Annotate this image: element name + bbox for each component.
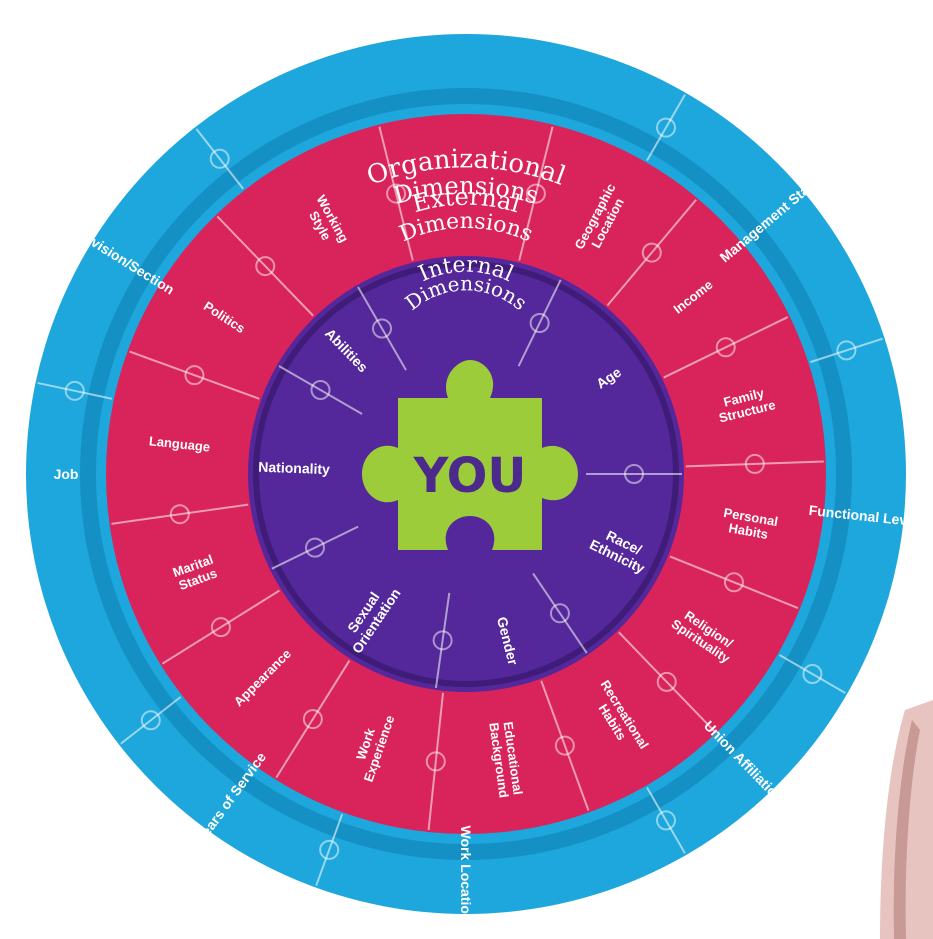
- photo-edge-shadow: [893, 720, 920, 939]
- external-divider: [161, 589, 280, 665]
- organizational-divider: [646, 94, 686, 161]
- puzzle-piece-icon: [362, 360, 578, 550]
- internal-notch: [549, 603, 570, 624]
- external-notch: [425, 751, 446, 772]
- organizational-divider: [646, 787, 686, 854]
- internal-notch: [529, 313, 550, 334]
- internal-divider: [271, 525, 359, 570]
- internal-divider: [517, 279, 562, 367]
- organizational-notch: [802, 664, 823, 684]
- organizational-ring-inner-band: [80, 88, 852, 860]
- external-notch: [210, 617, 231, 638]
- internal-notch: [310, 380, 331, 400]
- internal-divider: [434, 592, 451, 689]
- external-divider: [606, 199, 697, 307]
- internal-divider: [532, 572, 588, 654]
- external-segment-dividers: [111, 126, 824, 831]
- internal-notch: [624, 464, 644, 484]
- organizational-divider: [779, 654, 846, 694]
- external-divider: [618, 631, 716, 733]
- organizational-divider: [315, 813, 344, 886]
- external-notch: [525, 183, 546, 204]
- internal-notch: [432, 630, 453, 651]
- external-divider: [427, 692, 444, 831]
- organizational-divider: [809, 337, 883, 364]
- external-notch: [255, 256, 276, 277]
- external-divider: [378, 126, 414, 261]
- external-notch: [169, 504, 190, 525]
- external-notch: [302, 709, 323, 730]
- organizational-segment-dividers: [37, 94, 883, 886]
- you-label: YOU: [413, 448, 527, 504]
- internal-notch: [305, 537, 326, 558]
- external-divider: [663, 316, 789, 379]
- external-notch: [641, 242, 662, 263]
- you-puzzle-piece: YOU: [362, 360, 578, 550]
- external-divider: [216, 215, 314, 317]
- external-notch: [554, 735, 575, 756]
- external-divider: [669, 555, 799, 610]
- organizational-notch: [209, 148, 230, 169]
- external-notch: [723, 572, 744, 593]
- external-divider: [111, 503, 249, 525]
- organizational-notch: [319, 839, 340, 860]
- external-divider: [518, 126, 554, 261]
- external-segment-label: Language: [148, 433, 211, 454]
- internal-segment-label: Nationality: [258, 459, 330, 477]
- organizational-notch: [656, 810, 676, 831]
- external-divider: [275, 660, 351, 779]
- organizational-notch: [836, 340, 857, 361]
- internal-segment-dividers: [271, 279, 682, 689]
- external-segment-label: PersonalHabits: [720, 505, 779, 543]
- external-divider: [129, 350, 260, 400]
- organizational-segment-label: Work Location: [458, 826, 474, 923]
- external-divider: [685, 460, 824, 468]
- organizational-notch: [64, 380, 85, 401]
- organizational-notch: [140, 710, 161, 731]
- external-notch: [656, 671, 677, 692]
- external-notch: [386, 183, 407, 204]
- external-notch: [184, 365, 205, 386]
- internal-divider: [357, 286, 407, 371]
- external-notch: [744, 453, 765, 474]
- external-notch: [715, 337, 736, 358]
- external-divider: [540, 680, 590, 811]
- organizational-divider: [120, 696, 182, 745]
- organizational-notch: [656, 117, 676, 138]
- organizational-divider: [37, 381, 113, 400]
- organizational-divider: [195, 128, 244, 190]
- organizational-segment-label: Job: [54, 466, 79, 482]
- internal-notch: [372, 318, 392, 339]
- internal-divider: [278, 365, 363, 415]
